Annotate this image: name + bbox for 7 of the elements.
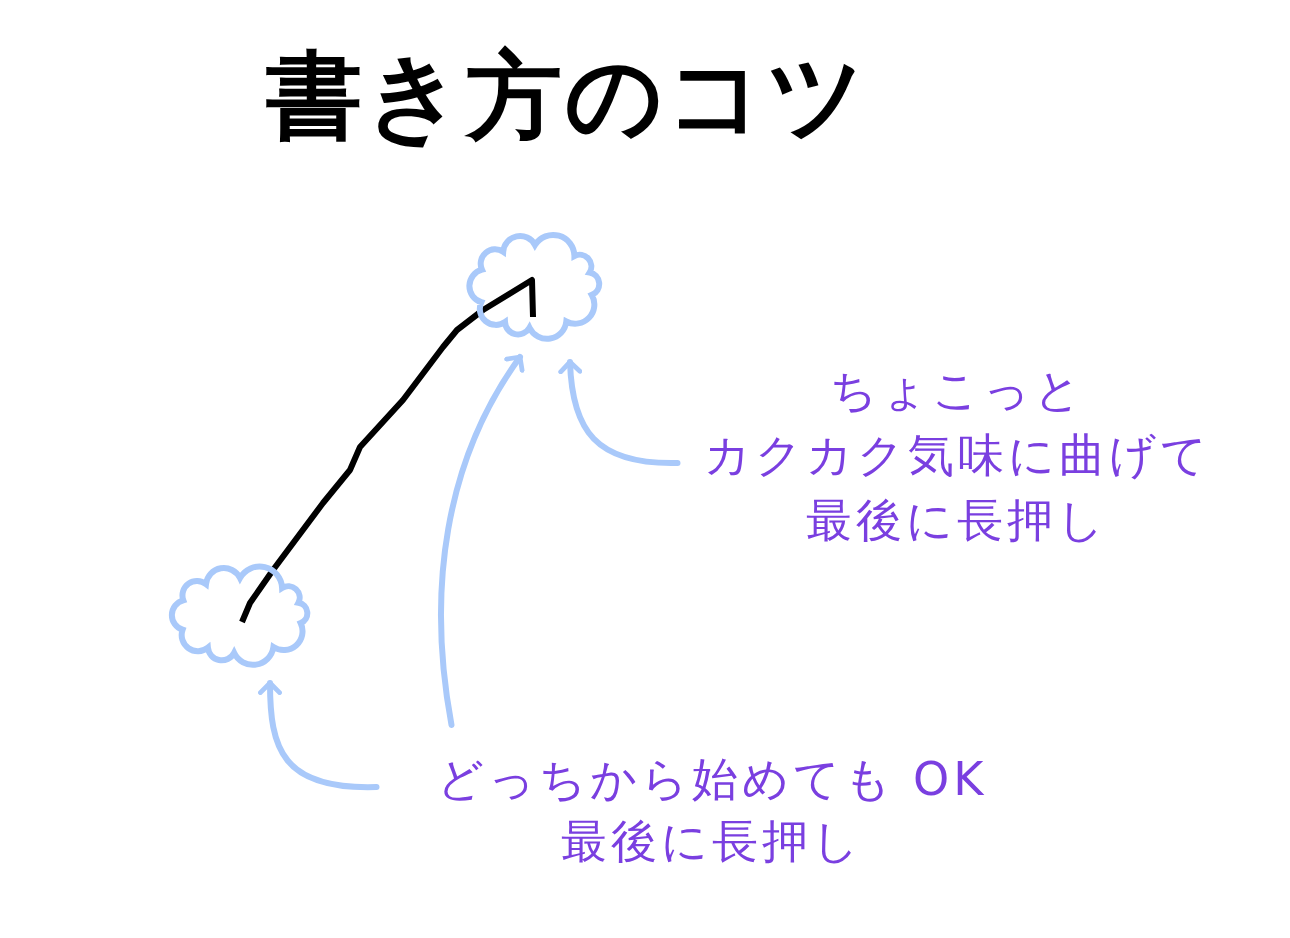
note-text: ちょこっとカクカク気味に曲げて最後に長押し <box>703 358 1211 553</box>
title: 書き方のコツ <box>266 44 868 148</box>
note-text: どっちから始めても OK最後に長押し <box>436 748 988 872</box>
arrow <box>558 359 681 466</box>
pen-stroke <box>239 277 536 624</box>
arrow <box>438 354 526 728</box>
arrow <box>258 680 380 790</box>
